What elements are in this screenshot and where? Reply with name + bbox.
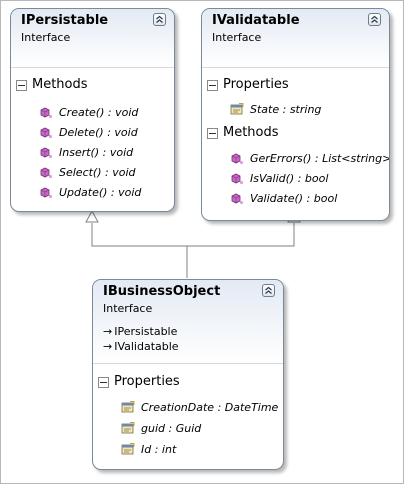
member-text: guid : Guid xyxy=(141,422,202,435)
method-icon xyxy=(40,187,53,199)
member-text: CreationDate : DateTime xyxy=(141,401,279,414)
implements-label: IPersistable xyxy=(114,325,178,338)
collapse-chevrons-icon[interactable] xyxy=(368,13,381,26)
method-icon xyxy=(40,147,53,159)
class-box-ivalidatable[interactable]: IValidatable Interface Properties State … xyxy=(201,8,390,221)
collapse-chevrons-icon[interactable] xyxy=(153,13,166,26)
minus-toggle-icon[interactable] xyxy=(98,377,109,388)
class-header: IBusinessObject Interface →IPersistable … xyxy=(93,280,283,364)
inheritance-arrow-icon: → xyxy=(103,340,113,353)
member-text: Insert() : void xyxy=(59,146,134,159)
class-stereotype: Interface xyxy=(103,302,153,315)
class-stereotype: Interface xyxy=(21,31,71,44)
method-icon xyxy=(231,173,244,185)
class-title: IBusinessObject xyxy=(103,284,221,299)
property-icon xyxy=(230,103,244,115)
section-label: Methods xyxy=(32,77,88,92)
method-icon xyxy=(40,127,53,139)
method-icon xyxy=(40,167,53,179)
member-text: Validate() : bool xyxy=(250,192,338,205)
implements-item: →IValidatable xyxy=(103,340,179,353)
class-stereotype: Interface xyxy=(212,31,262,44)
property-icon xyxy=(121,422,135,434)
property-icon xyxy=(121,401,135,413)
section-properties[interactable]: Properties xyxy=(98,374,283,392)
minus-toggle-icon[interactable] xyxy=(207,128,218,139)
member-text: Update() : void xyxy=(59,186,142,199)
implements-item: →IPersistable xyxy=(103,325,177,338)
section-label: Properties xyxy=(114,374,180,389)
connector-to-ivalidatable xyxy=(187,223,295,247)
member-text: Select() : void xyxy=(59,166,136,179)
inheritance-arrow-icon xyxy=(85,209,99,223)
class-header: IPersistable Interface xyxy=(11,9,174,68)
section-methods[interactable]: Methods xyxy=(207,125,389,143)
collapse-chevrons-icon[interactable] xyxy=(262,284,275,297)
member-text: Id : int xyxy=(141,443,177,456)
inheritance-arrow-icon: → xyxy=(103,325,113,338)
class-header: IValidatable Interface xyxy=(202,9,389,68)
section-label: Methods xyxy=(223,125,279,140)
section-label: Properties xyxy=(223,77,289,92)
minus-toggle-icon[interactable] xyxy=(16,80,27,91)
section-methods[interactable]: Methods xyxy=(16,77,174,95)
connector-to-ipersistable xyxy=(91,223,188,278)
method-icon xyxy=(231,153,244,165)
member-text: GerErrors() : List<string> xyxy=(250,152,390,165)
member-text: Create() : void xyxy=(59,106,139,119)
class-title: IValidatable xyxy=(212,13,300,28)
member-text: IsValid() : bool xyxy=(250,172,329,185)
member-text: State : string xyxy=(250,103,322,116)
class-box-ipersistable[interactable]: IPersistable Interface Methods Create() … xyxy=(10,8,175,212)
implements-label: IValidatable xyxy=(114,340,179,353)
class-title: IPersistable xyxy=(21,13,109,28)
member-text: Delete() : void xyxy=(59,126,138,139)
property-icon xyxy=(121,443,135,455)
minus-toggle-icon[interactable] xyxy=(207,80,218,91)
method-icon xyxy=(231,193,244,205)
section-properties[interactable]: Properties xyxy=(207,77,389,95)
method-icon xyxy=(40,107,53,119)
class-box-ibusinessobject[interactable]: IBusinessObject Interface →IPersistable … xyxy=(92,279,284,470)
